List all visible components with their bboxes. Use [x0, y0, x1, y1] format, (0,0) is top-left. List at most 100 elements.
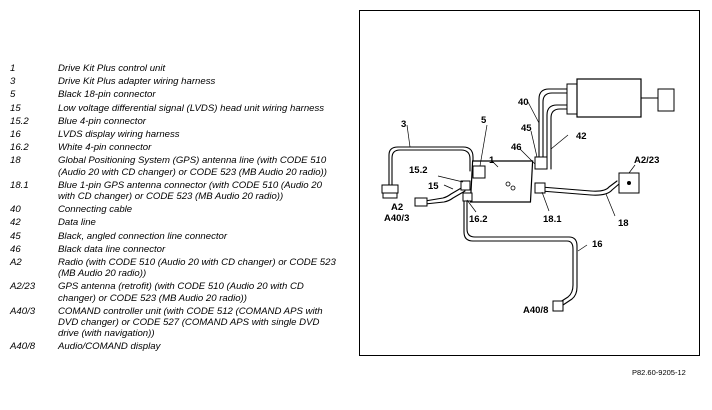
- callout-1: 1: [489, 155, 495, 166]
- callout-16-2: 16.2: [469, 214, 488, 225]
- legend-row: 46 Black data line connector: [10, 244, 340, 255]
- legend-desc: Global Positioning System (GPS) antenna …: [58, 155, 327, 178]
- data-line-42: [546, 104, 570, 170]
- callout-a2-23: A2/23: [634, 155, 659, 166]
- leader-46: [519, 148, 536, 165]
- legend-code: 18.1: [10, 179, 29, 191]
- harness-3: [388, 146, 474, 187]
- callout-5: 5: [481, 115, 487, 126]
- legend-code: 40: [10, 204, 21, 216]
- legend-code: 15.2: [10, 115, 29, 127]
- legend-row: 18 Global Positioning System (GPS) antenn…: [10, 155, 340, 177]
- callout-18-1: 18.1: [543, 214, 562, 225]
- cable-40: [538, 88, 570, 164]
- legend-row: 1 Drive Kit Plus control unit: [10, 63, 340, 74]
- legend-row: 15 Low voltage differential signal (LVDS)…: [10, 103, 340, 114]
- callout-a40-8: A40/8: [523, 305, 548, 316]
- leader-16-2: [466, 199, 477, 213]
- connector-18-1: [534, 182, 546, 194]
- callout-40: 40: [518, 97, 529, 108]
- callout-18: 18: [618, 218, 629, 229]
- connector-16-2: [462, 192, 473, 202]
- leader-16: [577, 244, 588, 252]
- legend-desc: Black 18-pin connector: [58, 89, 156, 101]
- callout-16: 16: [592, 239, 603, 250]
- legend-code: 1: [10, 63, 16, 74]
- leader-1: [491, 160, 499, 168]
- legend-row: 16 LVDS display wiring harness: [10, 129, 340, 140]
- callout-15: 15: [428, 181, 439, 192]
- control-unit-1: [469, 160, 534, 203]
- legend-desc: Audio/COMAND display: [58, 341, 161, 353]
- legend-desc: Blue 1-pin GPS antenna connector (with C…: [58, 179, 322, 203]
- legend-code: A40/3: [10, 305, 36, 317]
- leader-5: [479, 124, 488, 167]
- legend-desc: Drive Kit Plus adapter wiring harness: [58, 76, 216, 88]
- leader-40: [527, 101, 540, 124]
- callout-46: 46: [511, 142, 522, 153]
- leader-45: [530, 130, 538, 158]
- legend-code: 18: [10, 155, 21, 167]
- legend-row: 45 Black, angled connection line connecto…: [10, 231, 340, 242]
- callout-3: 3: [401, 119, 406, 130]
- legend-desc: Connecting cable: [58, 204, 133, 216]
- a2-plug: [414, 197, 428, 207]
- leader-3: [406, 124, 411, 148]
- legend-desc: COMAND controller unit (with CODE 512 (C…: [58, 305, 323, 340]
- connector-5: [472, 165, 486, 179]
- legend-code: 15: [10, 102, 21, 114]
- legend-desc: White 4-pin connector: [58, 142, 152, 154]
- legend-code: 42: [10, 217, 21, 229]
- callout-42: 42: [576, 131, 587, 142]
- wiring-diagram: 3 5 40 45 42 46 1 15.2 15 A2 A40/3 16.2 …: [359, 10, 700, 356]
- figure-reference: P82.60-9205-12: [632, 368, 686, 377]
- legend-row: A40/8 Audio/COMAND display: [10, 341, 340, 352]
- legend-row: 5 Black 18-pin connector: [10, 89, 340, 100]
- connector-46: [534, 156, 548, 170]
- legend-desc: Radio (with CODE 510 (Audio 20 with CD c…: [58, 257, 336, 280]
- connector-45: [566, 78, 675, 118]
- callout-45: 45: [521, 123, 532, 134]
- leader-a2-23: [628, 164, 636, 174]
- leader-18-1: [541, 191, 550, 212]
- legend-row: 16.2 White 4-pin connector: [10, 142, 340, 153]
- legend-row: A40/3 COMAND controller unit (with CODE 5…: [10, 306, 340, 340]
- gps-line-18: [540, 180, 618, 192]
- legend-desc: GPS antenna (retrofit) (with CODE 510 (A…: [58, 281, 304, 304]
- a40-3-connector: [381, 184, 399, 199]
- legend-code: A40/8: [10, 341, 36, 353]
- a40-8-connector: [552, 300, 564, 312]
- component-legend: 1 Drive Kit Plus control unit 3 Drive Kit …: [10, 63, 340, 355]
- wiring-diagram-svg: 3 5 40 45 42 46 1 15.2 15 A2 A40/3 16.2 …: [381, 78, 675, 316]
- leader-15: [443, 184, 454, 190]
- legend-desc: LVDS display wiring harness: [58, 129, 180, 141]
- legend-desc: Drive Kit Plus control unit: [58, 63, 166, 74]
- connector-15-2: [460, 180, 471, 191]
- legend-desc: Blue 4-pin connector: [58, 115, 146, 127]
- legend-desc: Low voltage differential signal (LVDS) h…: [58, 102, 325, 114]
- callout-a40-3: A40/3: [384, 213, 409, 224]
- legend-code: 45: [10, 230, 21, 242]
- legend-row: 18.1 Blue 1-pin GPS antenna connector (wi…: [10, 180, 340, 202]
- gps-antenna-a2-23: [618, 172, 640, 194]
- legend-row: 42 Data line: [10, 217, 340, 228]
- legend-desc: Black data line connector: [58, 243, 166, 255]
- legend-desc: Black, angled connection line connector: [58, 230, 228, 242]
- leader-42: [550, 134, 569, 150]
- callout-a2: A2: [391, 202, 403, 213]
- legend-code: 16.2: [10, 142, 29, 154]
- callout-15-2: 15.2: [409, 165, 428, 176]
- legend-code: 46: [10, 243, 21, 255]
- harness-15: [424, 186, 464, 202]
- legend-desc: Data line: [58, 217, 96, 229]
- legend-code: 3: [10, 76, 16, 88]
- leader-15-2: [437, 175, 464, 183]
- legend-row: 40 Connecting cable: [10, 204, 340, 215]
- harness-16: [466, 198, 578, 310]
- legend-code: 16: [10, 129, 21, 141]
- legend-code: 5: [10, 89, 16, 101]
- legend-row: 3 Drive Kit Plus adapter wiring harness: [10, 76, 340, 87]
- leader-18: [605, 193, 616, 217]
